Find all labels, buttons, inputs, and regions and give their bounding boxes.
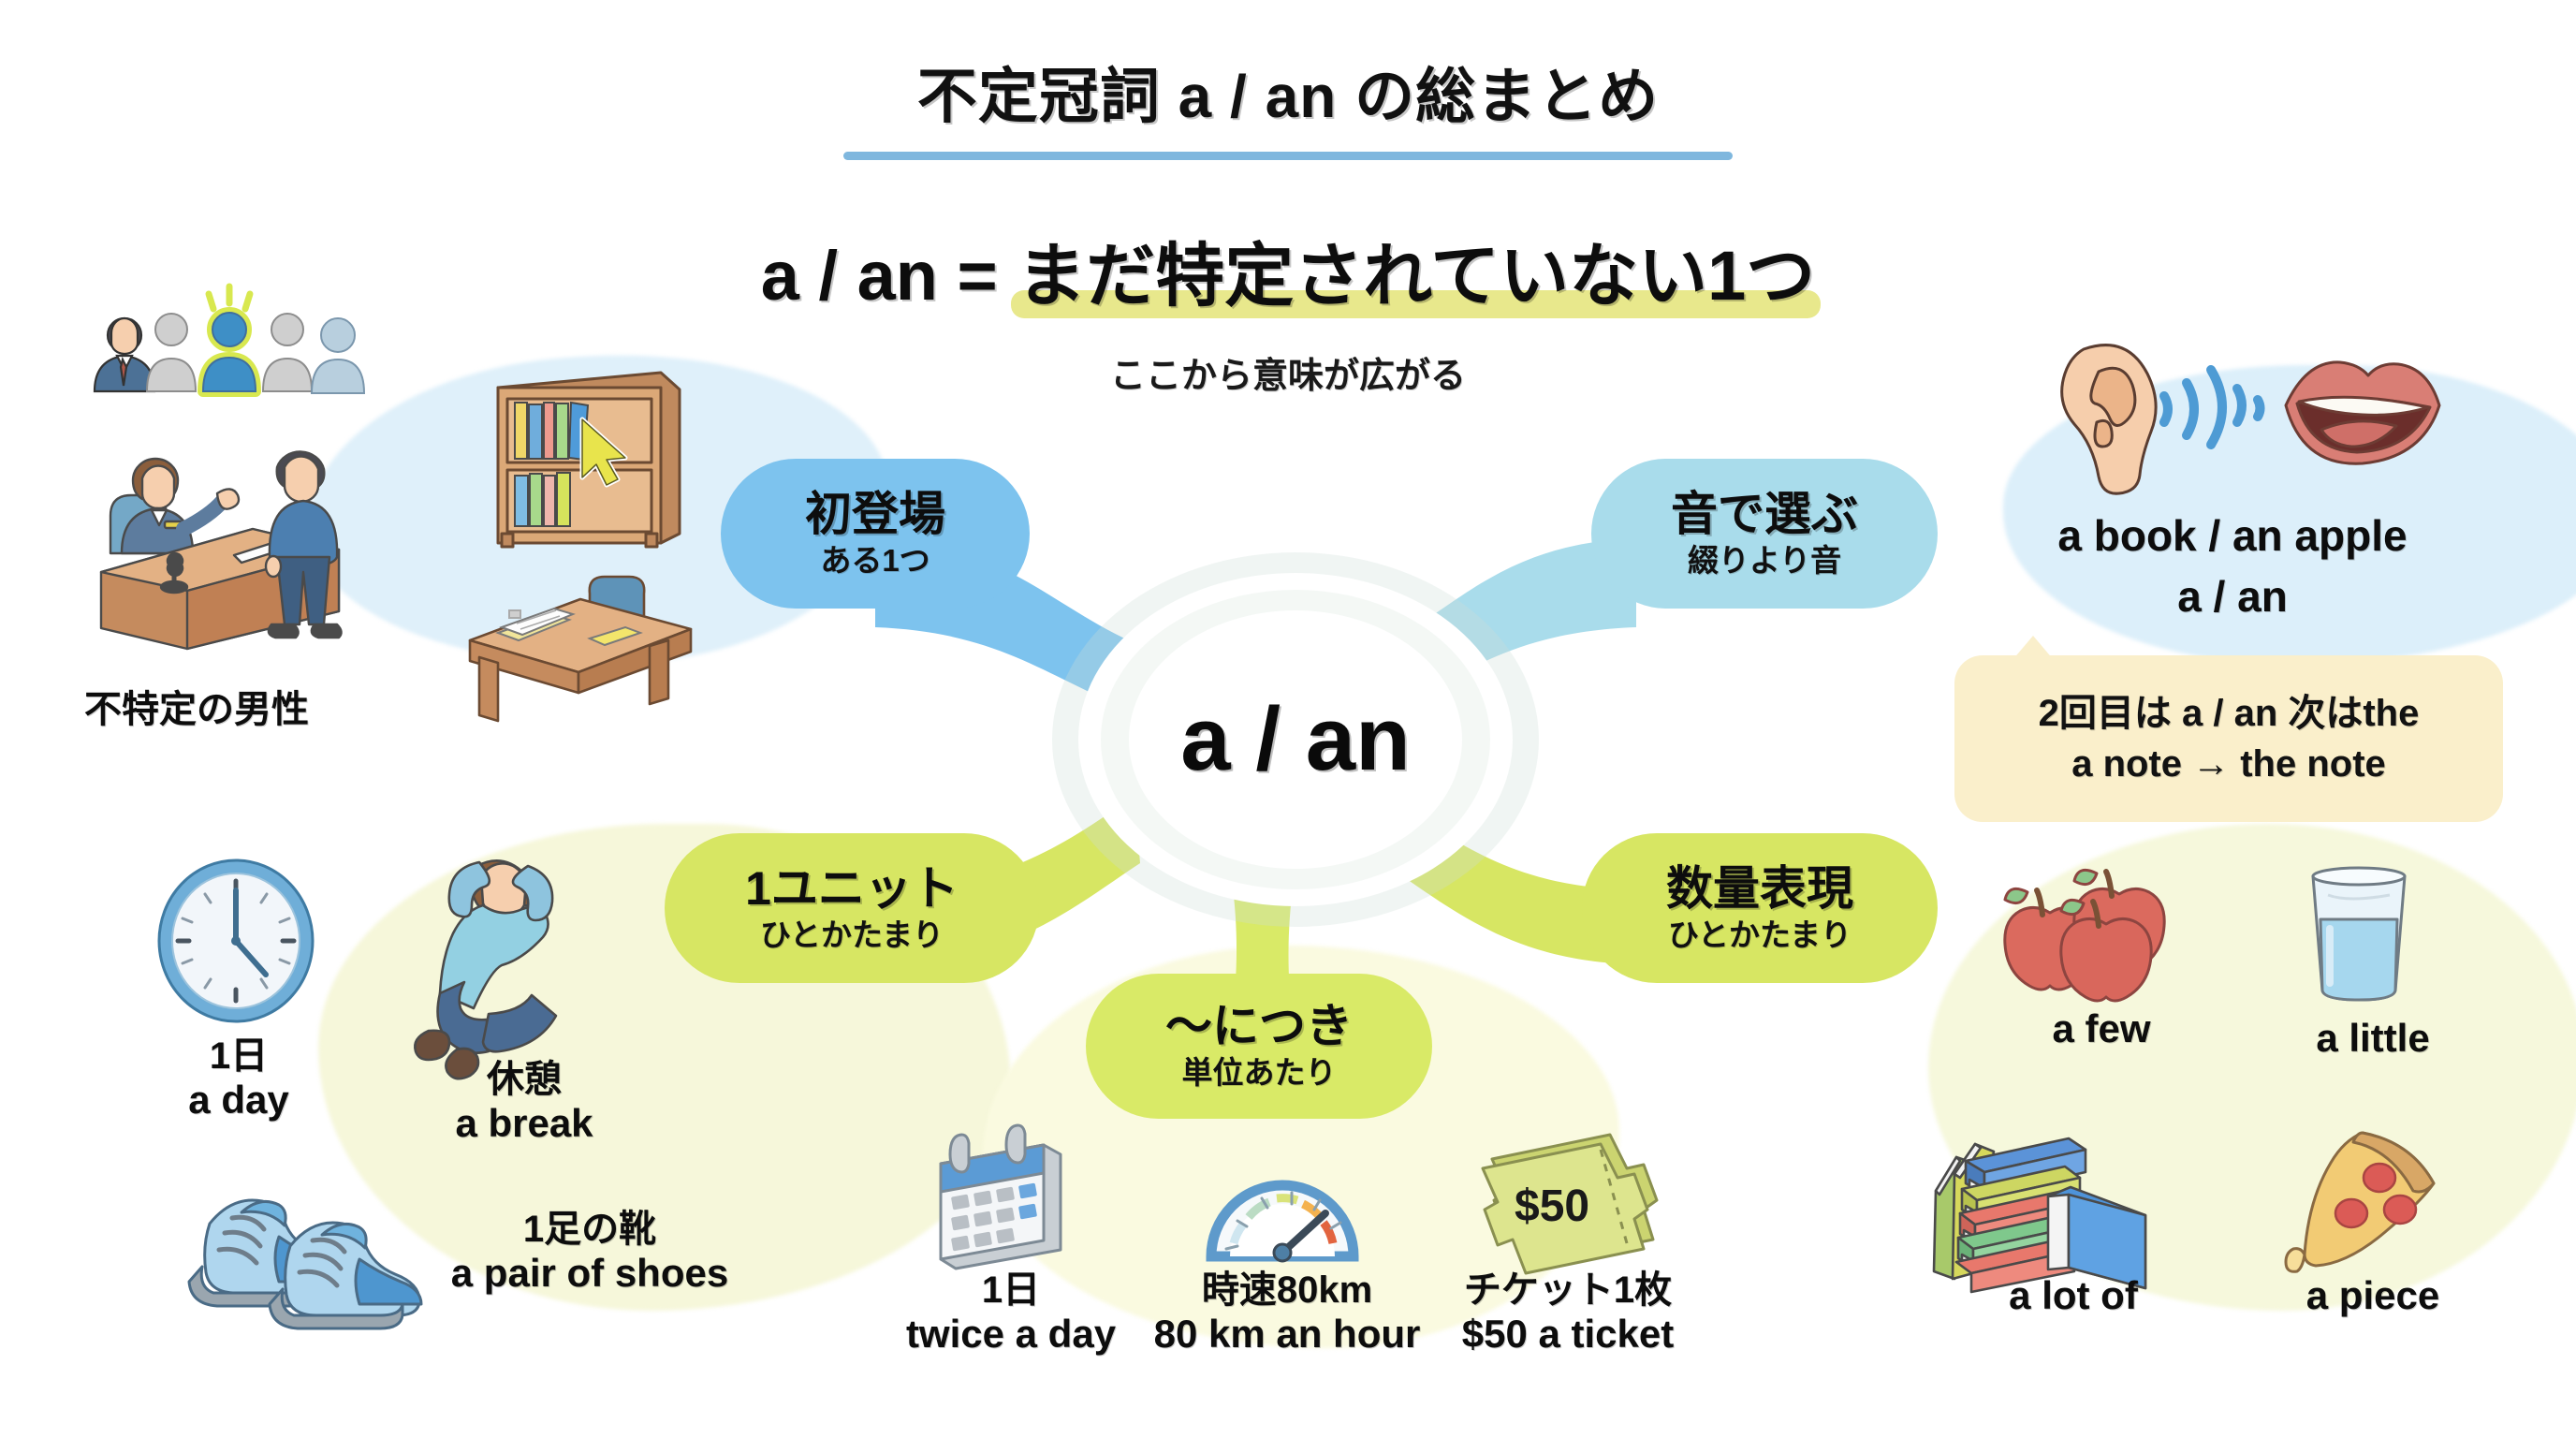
title-underline bbox=[843, 152, 1733, 160]
label-a-piece: a piece bbox=[2256, 1273, 2490, 1319]
mouth-icon bbox=[2284, 360, 2441, 465]
label-a-break-jp: 休憩 bbox=[487, 1059, 562, 1100]
label-a-day-jp: 1日 bbox=[209, 1035, 269, 1077]
bubble-quantity-sub: ひとかたまり bbox=[1667, 917, 1852, 952]
office-desk-icon bbox=[468, 575, 693, 723]
label-a-lot-of-text: a lot of bbox=[2009, 1273, 2138, 1317]
label-shoes-jp: 1足の靴 bbox=[522, 1209, 657, 1250]
water-glass-icon bbox=[2311, 866, 2407, 1002]
label-shoes-en: a pair of shoes bbox=[450, 1251, 729, 1296]
label-a-few: a few bbox=[1994, 1006, 2209, 1052]
label-ticket-jp: チケット1枚 bbox=[1463, 1269, 1673, 1311]
shoes-icon bbox=[187, 1198, 423, 1330]
pizza-slice-icon bbox=[2284, 1131, 2436, 1273]
sound-example-line2: a / an bbox=[2177, 572, 2288, 622]
sound-examples: a book / an apple a / an bbox=[1952, 510, 2513, 623]
label-speed-jp: 時速80km bbox=[1201, 1269, 1373, 1311]
page-title: 不定冠詞 a / an の総まとめ bbox=[916, 63, 1660, 130]
hub-ring-inner bbox=[1129, 610, 1462, 869]
label-a-lot-of: a lot of bbox=[1956, 1273, 2190, 1319]
speedometer-icon bbox=[1206, 1180, 1359, 1263]
label-a-little: a little bbox=[2265, 1016, 2481, 1062]
book-stack-icon bbox=[1932, 1137, 2147, 1294]
callout-line2: a note → the note bbox=[2071, 743, 2386, 785]
ear-sound-mouth-illustration bbox=[2060, 344, 2441, 495]
label-a-little-text: a little bbox=[2316, 1016, 2430, 1060]
bubble-one-unit-main: 1ユニット bbox=[745, 861, 959, 915]
label-twice-jp: 1日 bbox=[981, 1269, 1041, 1311]
reception-desk-icon bbox=[99, 450, 343, 651]
label-a-few-text: a few bbox=[2052, 1006, 2151, 1050]
bubble-quantity-main: 数量表現 bbox=[1666, 861, 1853, 915]
label-a-day: 1日 a day bbox=[131, 1034, 346, 1123]
label-twice-en: twice a day bbox=[905, 1312, 1117, 1357]
bubble-first-appearance-sub: ある1つ bbox=[820, 542, 930, 578]
label-unspecified-man-text: 不特定の男性 bbox=[84, 689, 309, 730]
label-a-day-en: a day bbox=[188, 1078, 289, 1123]
subtitle-highlight: まだ特定されていない1つ bbox=[1017, 237, 1816, 315]
label-pair-of-shoes: 1足の靴 a pair of shoes bbox=[412, 1208, 768, 1297]
ticket-icon: $50 bbox=[1481, 1133, 1659, 1275]
bubble-per-unit[interactable]: 〜につき 単位あたり bbox=[1086, 974, 1432, 1119]
callout-line1: 2回目は a / an 次はthe bbox=[2038, 693, 2420, 734]
label-a-break-en: a break bbox=[455, 1101, 593, 1146]
bookshelf-icon bbox=[496, 371, 681, 549]
hub-label: a / an bbox=[1180, 689, 1411, 789]
label-speed-en: 80 km an hour bbox=[1153, 1312, 1421, 1357]
clock-icon bbox=[157, 858, 315, 1023]
bubble-per-unit-sub: 単位あたり bbox=[1181, 1055, 1337, 1091]
bubble-first-appearance-main: 初登場 bbox=[805, 487, 945, 540]
bubble-quantity[interactable]: 数量表現 ひとかたまり bbox=[1582, 833, 1938, 983]
bubble-sound-choice-main: 音で選ぶ bbox=[1671, 487, 1858, 540]
callout-second-mention[interactable]: 2回目は a / an 次はthe a note → the note bbox=[1954, 655, 2503, 822]
label-twice-a-day: 1日 twice a day bbox=[875, 1269, 1147, 1357]
bubble-one-unit-sub: ひとかたまり bbox=[759, 917, 944, 952]
bubble-one-unit[interactable]: 1ユニット ひとかたまり bbox=[665, 833, 1039, 983]
label-a-break: 休憩 a break bbox=[393, 1058, 655, 1147]
bubble-sound-choice[interactable]: 音で選ぶ 綴りより音 bbox=[1591, 459, 1938, 609]
page-title-block: 不定冠詞 a / an の総まとめ bbox=[0, 49, 2576, 160]
tagline: ここから意味が広がる bbox=[1109, 357, 1466, 396]
sound-example-line1: a book / an apple bbox=[2057, 511, 2408, 560]
apples-icon bbox=[2003, 868, 2166, 1003]
bubble-per-unit-main: 〜につき bbox=[1165, 1000, 1353, 1053]
subtitle-prefix: a / an = bbox=[760, 237, 1017, 315]
people-crowd-icon bbox=[93, 283, 366, 397]
label-km-an-hour: 時速80km 80 km an hour bbox=[1151, 1269, 1423, 1357]
subtitle: a / an = まだ特定されていない1つ bbox=[761, 220, 1815, 320]
center-hub: a / an bbox=[1052, 552, 1539, 927]
sound-waves-icon bbox=[2159, 365, 2265, 449]
label-ticket-en: $50 a ticket bbox=[1461, 1312, 1675, 1357]
label-a-ticket: チケット1枚 $50 a ticket bbox=[1418, 1269, 1718, 1357]
ticket-price-value: $50 bbox=[1515, 1181, 1589, 1231]
calendar-icon bbox=[939, 1123, 1062, 1270]
resting-person-icon bbox=[414, 858, 558, 1080]
label-unspecified-man: 不特定の男性 bbox=[42, 688, 351, 731]
bubble-sound-choice-sub: 綴りより音 bbox=[1687, 542, 1842, 578]
bubble-first-appearance[interactable]: 初登場 ある1つ bbox=[721, 459, 1030, 609]
label-a-piece-text: a piece bbox=[2305, 1273, 2440, 1317]
ear-icon bbox=[2060, 344, 2158, 495]
subtitle-block: a / an = まだ特定されていない1つ bbox=[0, 220, 2576, 320]
